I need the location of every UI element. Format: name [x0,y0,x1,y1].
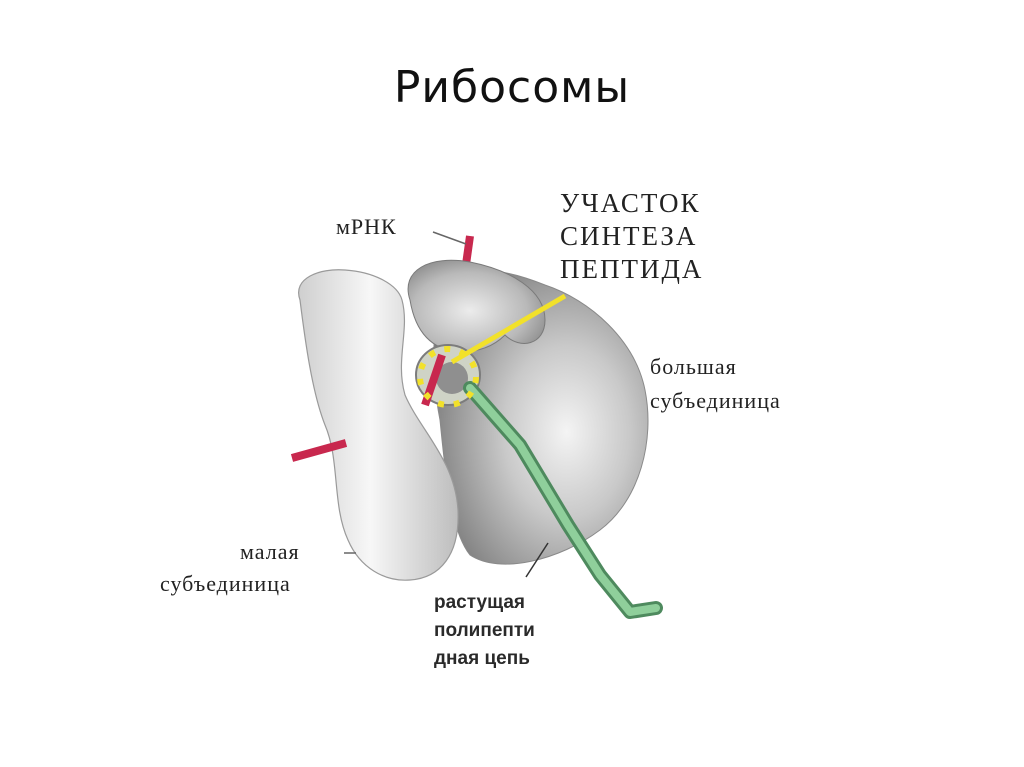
label-small-subunit-2: субъединица [160,571,291,596]
label-synthesis-site-2: СИНТЕЗА [560,221,697,251]
label-synthesis-site-3: ПЕПТИДА [560,254,703,284]
label-polypeptide-1: растущая [434,592,525,613]
mrna-strand-bottom [290,439,348,462]
label-polypeptide-3: дная цепь [434,648,530,669]
synthesis-site-core [436,362,468,394]
synthesis-site-pointer [450,293,567,365]
mrna-leader [432,231,467,245]
label-large-subunit-1: большая [650,354,737,379]
synthesis-site-marker [417,346,479,408]
large-subunit-lobe [407,259,546,353]
polypeptide-chain-highlight [466,384,660,616]
label-polypeptide-2: полипепти [434,620,535,641]
label-large-subunit-2: субъединица [650,388,781,413]
label-small-subunit-1: малая [240,539,300,564]
label-mrna: мРНК [336,214,397,239]
chain-leader [525,542,549,578]
slide-title: Рибосомы [393,62,631,113]
label-synthesis-site-1: УЧАСТОК [560,188,700,218]
